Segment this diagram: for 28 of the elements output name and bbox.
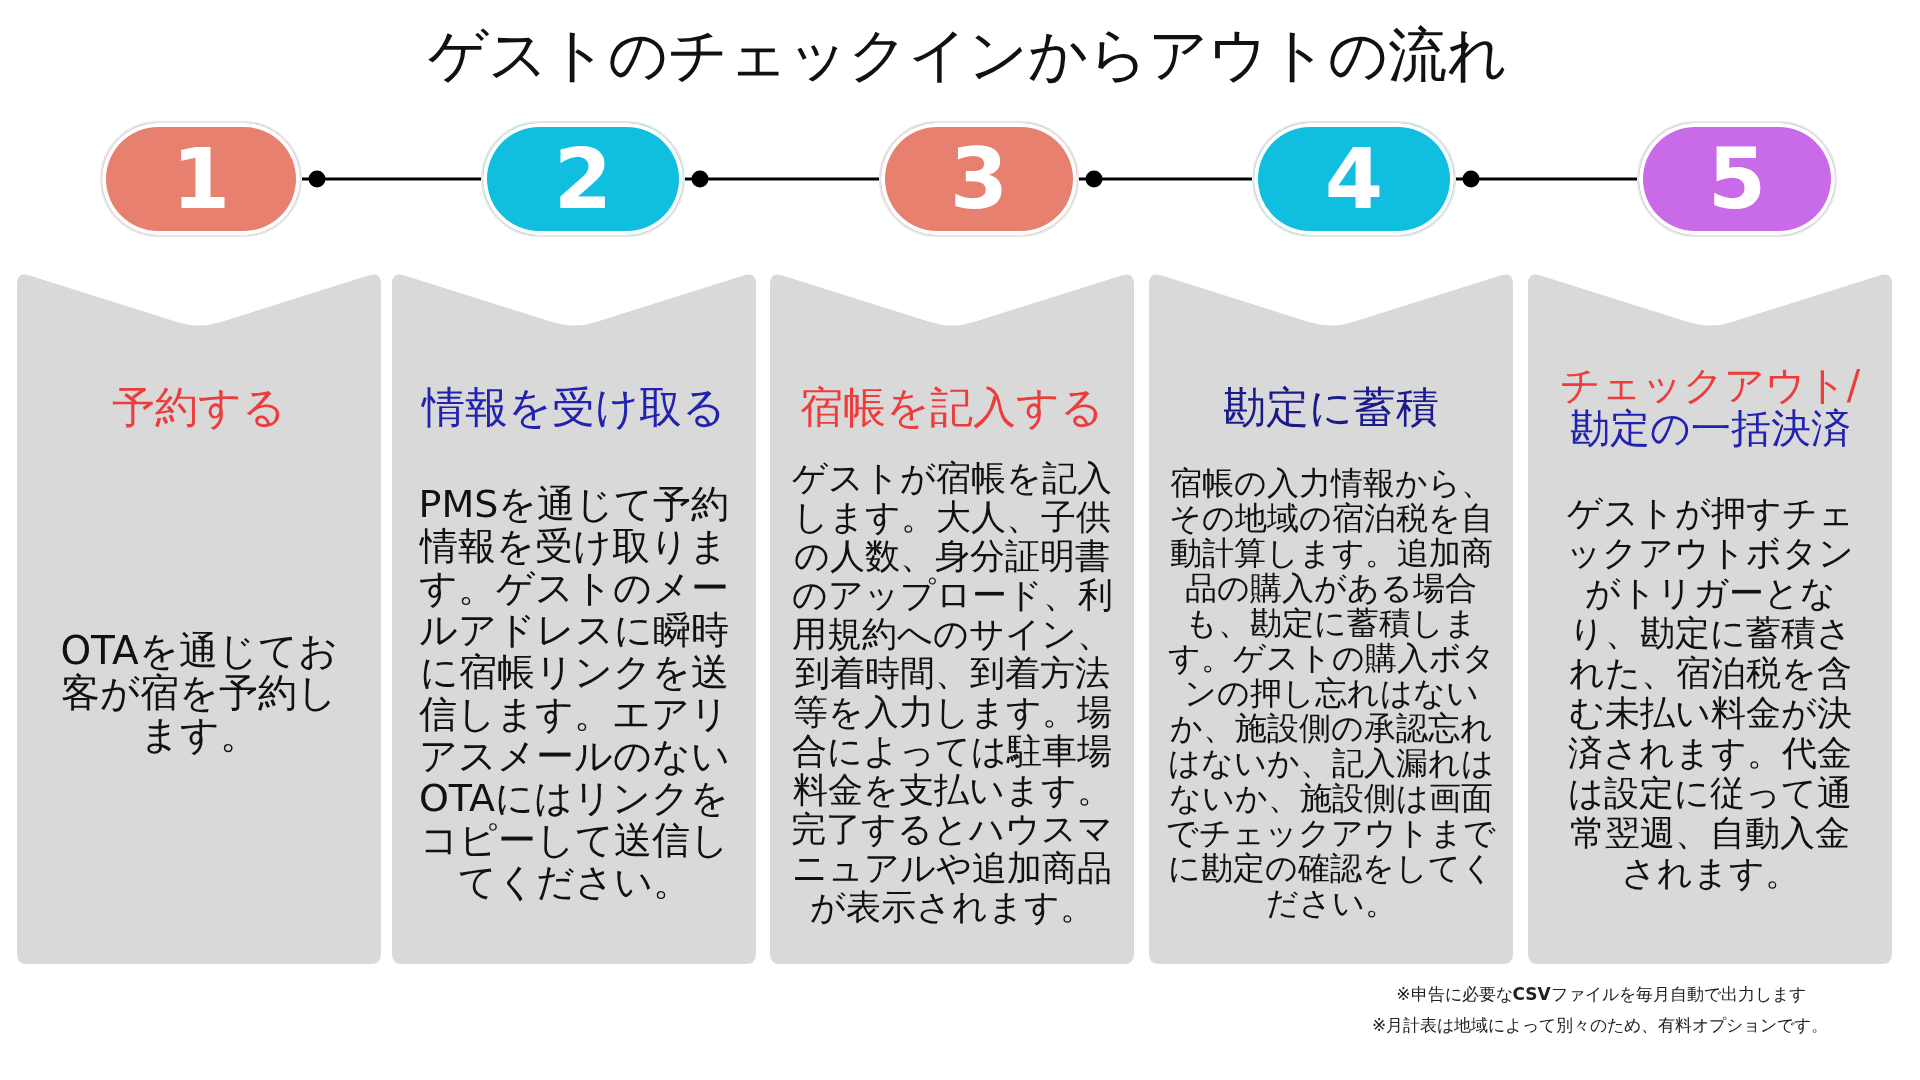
step-heading: 宿帳を記入する [800,384,1104,430]
connector-line [1079,170,1252,188]
step-card [770,272,1134,964]
step-heading: 予約する [112,384,286,430]
step-heading: 勘定に蓄積 [1223,384,1439,430]
step-description: PMSを通じて予約情報を受け取ります。ゲストのメールアドレスに瞬時に宿帳リンクを送信します。エアリアスメールのないOTAにはリンクをコピーして送信してください。 [417,483,731,903]
step-description: ゲストが宿帳を記入します。大人、子供の人数、身分証明書のアップロード、利用規約へのサイン、到着時間、到着方法等を入力します。場合によっては駐車場料金を支払います。完了するとハウスマニュアルや追加商品が表示されます。 [790,459,1114,927]
step-card [1149,272,1513,964]
footnote: ※申告に必要なCSVファイルを毎月自動で出力します [1396,983,1806,1005]
step-description: 宿帳の入力情報から、その地域の宿泊税を自動計算します。追加商品の購入がある場合も、勘定に蓄積します。ゲストの購入ボタンの押し忘れはないか、施設側の承認忘れはないか、記入漏れはないか、施設側は画面でチェックアウトまでに勘定の確認をしてください。 [1165,465,1497,921]
connector-line [1456,170,1637,188]
connector-line [302,170,481,188]
connector-line [685,170,879,188]
title: ゲストのチェックインからアウトの流れ [427,19,1507,91]
step-heading: チェックアウト/ [1559,364,1861,407]
step-card [392,272,756,964]
step-description: OTAを通じてお客が宿を予約します。 [59,630,339,756]
number-pill: 4 [1252,121,1456,237]
step-description: ゲストが押すチェックアウトボタンがトリガーとなり、勘定に蓄積された、宿泊税を含む未払い料金が決済されます。代金は設定に従って通常翌週、自動入金されます。 [1565,493,1855,893]
step-heading: 情報を受け取る [422,384,726,430]
number-pill: 2 [481,121,685,237]
step-heading: 勘定の一括決済 [1569,407,1851,450]
step-card [1528,272,1892,964]
step-card [17,272,381,964]
number-pill: 1 [100,121,302,237]
footnote: ※月計表は地域によって別々のため、有料オプションです。 [1371,1014,1829,1036]
number-pill: 3 [879,121,1079,237]
number-pill: 5 [1637,121,1837,237]
